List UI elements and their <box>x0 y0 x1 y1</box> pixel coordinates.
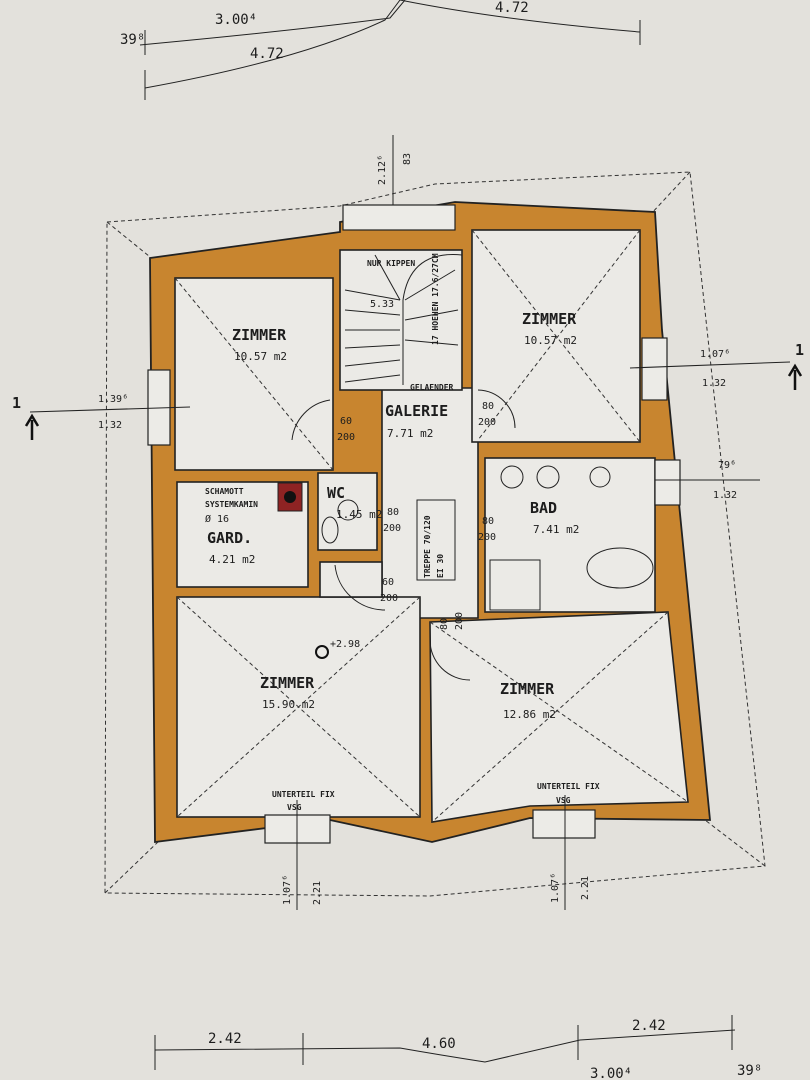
svg-text:2.42: 2.42 <box>208 1031 242 1047</box>
section-arrow-left-icon <box>24 413 40 440</box>
section-mark-left: 1 <box>12 394 21 412</box>
level-label: +2.98 <box>330 639 360 650</box>
svg-text:80: 80 <box>482 516 494 527</box>
room-name-gard: GARD. <box>207 529 252 547</box>
section-arrow-right-icon <box>787 363 803 390</box>
dim-win-b: 2.21 <box>312 881 323 905</box>
svg-text:80: 80 <box>482 401 494 412</box>
staircase: NUR KIPPEN 5.33 17 HOEHEN 17.6/27CM GELA… <box>342 204 463 392</box>
chimney-label-2: SYSTEMKAMIN <box>205 500 258 509</box>
dim-left-b: 1.32 <box>98 420 122 431</box>
room-name-bad: BAD <box>530 499 557 517</box>
svg-text:60: 60 <box>340 416 352 427</box>
room-area-wc: 1.45 m2 <box>336 508 382 521</box>
chimney-label-1: SCHAMOTT <box>205 487 244 496</box>
svg-text:200: 200 <box>383 523 401 534</box>
svg-text:200: 200 <box>454 612 465 630</box>
stair-note: NUR KIPPEN <box>367 259 415 268</box>
window-note-3: UNTERTEIL FIX <box>537 782 600 791</box>
dim-top-b: 39⁸ <box>120 32 145 48</box>
galerie-room <box>381 387 479 619</box>
wc-room <box>317 472 378 551</box>
room-area-gard: 4.21 m2 <box>209 553 255 566</box>
svg-text:3.00⁴: 3.00⁴ <box>590 1066 632 1080</box>
room-area-zimmer-tr: 10.57 m2 <box>524 334 577 347</box>
dim-win-d: 2.21 <box>580 876 591 900</box>
svg-text:60: 60 <box>382 577 394 588</box>
roof-outline <box>104 171 766 897</box>
dim-left-a: 1.39⁶ <box>98 394 128 405</box>
dim-top-c: 4.72 <box>250 46 284 62</box>
dim-win-c: 1.07⁶ <box>550 873 561 903</box>
room-name-zimmer-tr: ZIMMER <box>522 310 577 328</box>
bathroom-fixtures <box>321 465 654 611</box>
dim-right-d: 1.32 <box>713 490 737 501</box>
svg-text:200: 200 <box>337 432 355 443</box>
chimney-label-3: Ø 16 <box>205 513 229 525</box>
svg-text:200: 200 <box>478 417 496 428</box>
room-name-zimmer-bl: ZIMMER <box>260 674 315 692</box>
dim-right-c: 79⁶ <box>718 460 736 471</box>
railing-label: GELAENDER <box>410 383 454 392</box>
room-name-zimmer-tl: ZIMMER <box>232 326 287 344</box>
stair-room <box>339 249 463 391</box>
svg-text:39⁸: 39⁸ <box>737 1063 762 1079</box>
dim-stair-b: 83 <box>402 153 413 165</box>
room-area-zimmer-tl: 10.57 m2 <box>234 350 287 363</box>
room-name-wc: WC <box>327 484 345 502</box>
dim-stair-a: 2.12⁶ <box>377 155 388 185</box>
window-note-4: VSG <box>556 796 571 805</box>
section-mark-right: 1 <box>795 341 804 359</box>
stair-run: 5.33 <box>370 299 394 310</box>
room-area-bad: 7.41 m2 <box>533 523 579 536</box>
dim-right-b: 1.32 <box>702 378 726 389</box>
room-area-zimmer-bl: 15.90 m2 <box>262 698 315 711</box>
svg-text:200: 200 <box>478 532 496 543</box>
dim-top-a: 3.00⁴ <box>215 12 257 28</box>
room-area-zimmer-br: 12.86 m2 <box>503 708 556 721</box>
zimmer-br-room <box>429 611 689 823</box>
ceiling-diagonals <box>174 229 689 823</box>
window-note-1: UNTERTEIL FIX <box>272 790 335 799</box>
room-name-galerie: GALERIE <box>385 402 448 420</box>
dim-top-d: 4.72 <box>495 0 529 16</box>
svg-text:200: 200 <box>380 593 398 604</box>
hatch-label-2: EI 30 <box>436 554 445 578</box>
level-marker-icon <box>315 645 329 659</box>
room-name-zimmer-br: ZIMMER <box>500 680 555 698</box>
svg-text:2.42: 2.42 <box>632 1018 666 1034</box>
dim-right-a: 1.07⁶ <box>700 349 730 360</box>
stair-steps: 17 HOEHEN 17.6/27CM <box>431 253 440 345</box>
window-note-2: VSG <box>287 803 302 812</box>
hatch-label-1: TREPPE 70/120 <box>423 515 432 578</box>
door-labels: 60 200 80 200 80 200 80 200 60 200 80 200 <box>291 389 516 681</box>
svg-text:80: 80 <box>387 507 399 518</box>
zimmer-tl-room <box>174 277 334 471</box>
dim-win-a: 1.07⁶ <box>282 875 293 905</box>
top-dimensions: 3.00⁴ 39⁸ 4.72 4.72 2.12⁶ 83 <box>120 0 641 215</box>
svg-text:4.60: 4.60 <box>422 1036 456 1052</box>
room-area-galerie: 7.71 m2 <box>387 427 433 440</box>
svg-text:80: 80 <box>439 618 450 630</box>
bottom-dimensions: 2.42 4.60 2.42 3.00⁴ 39⁸ <box>154 1015 762 1080</box>
bad-room <box>484 457 656 613</box>
